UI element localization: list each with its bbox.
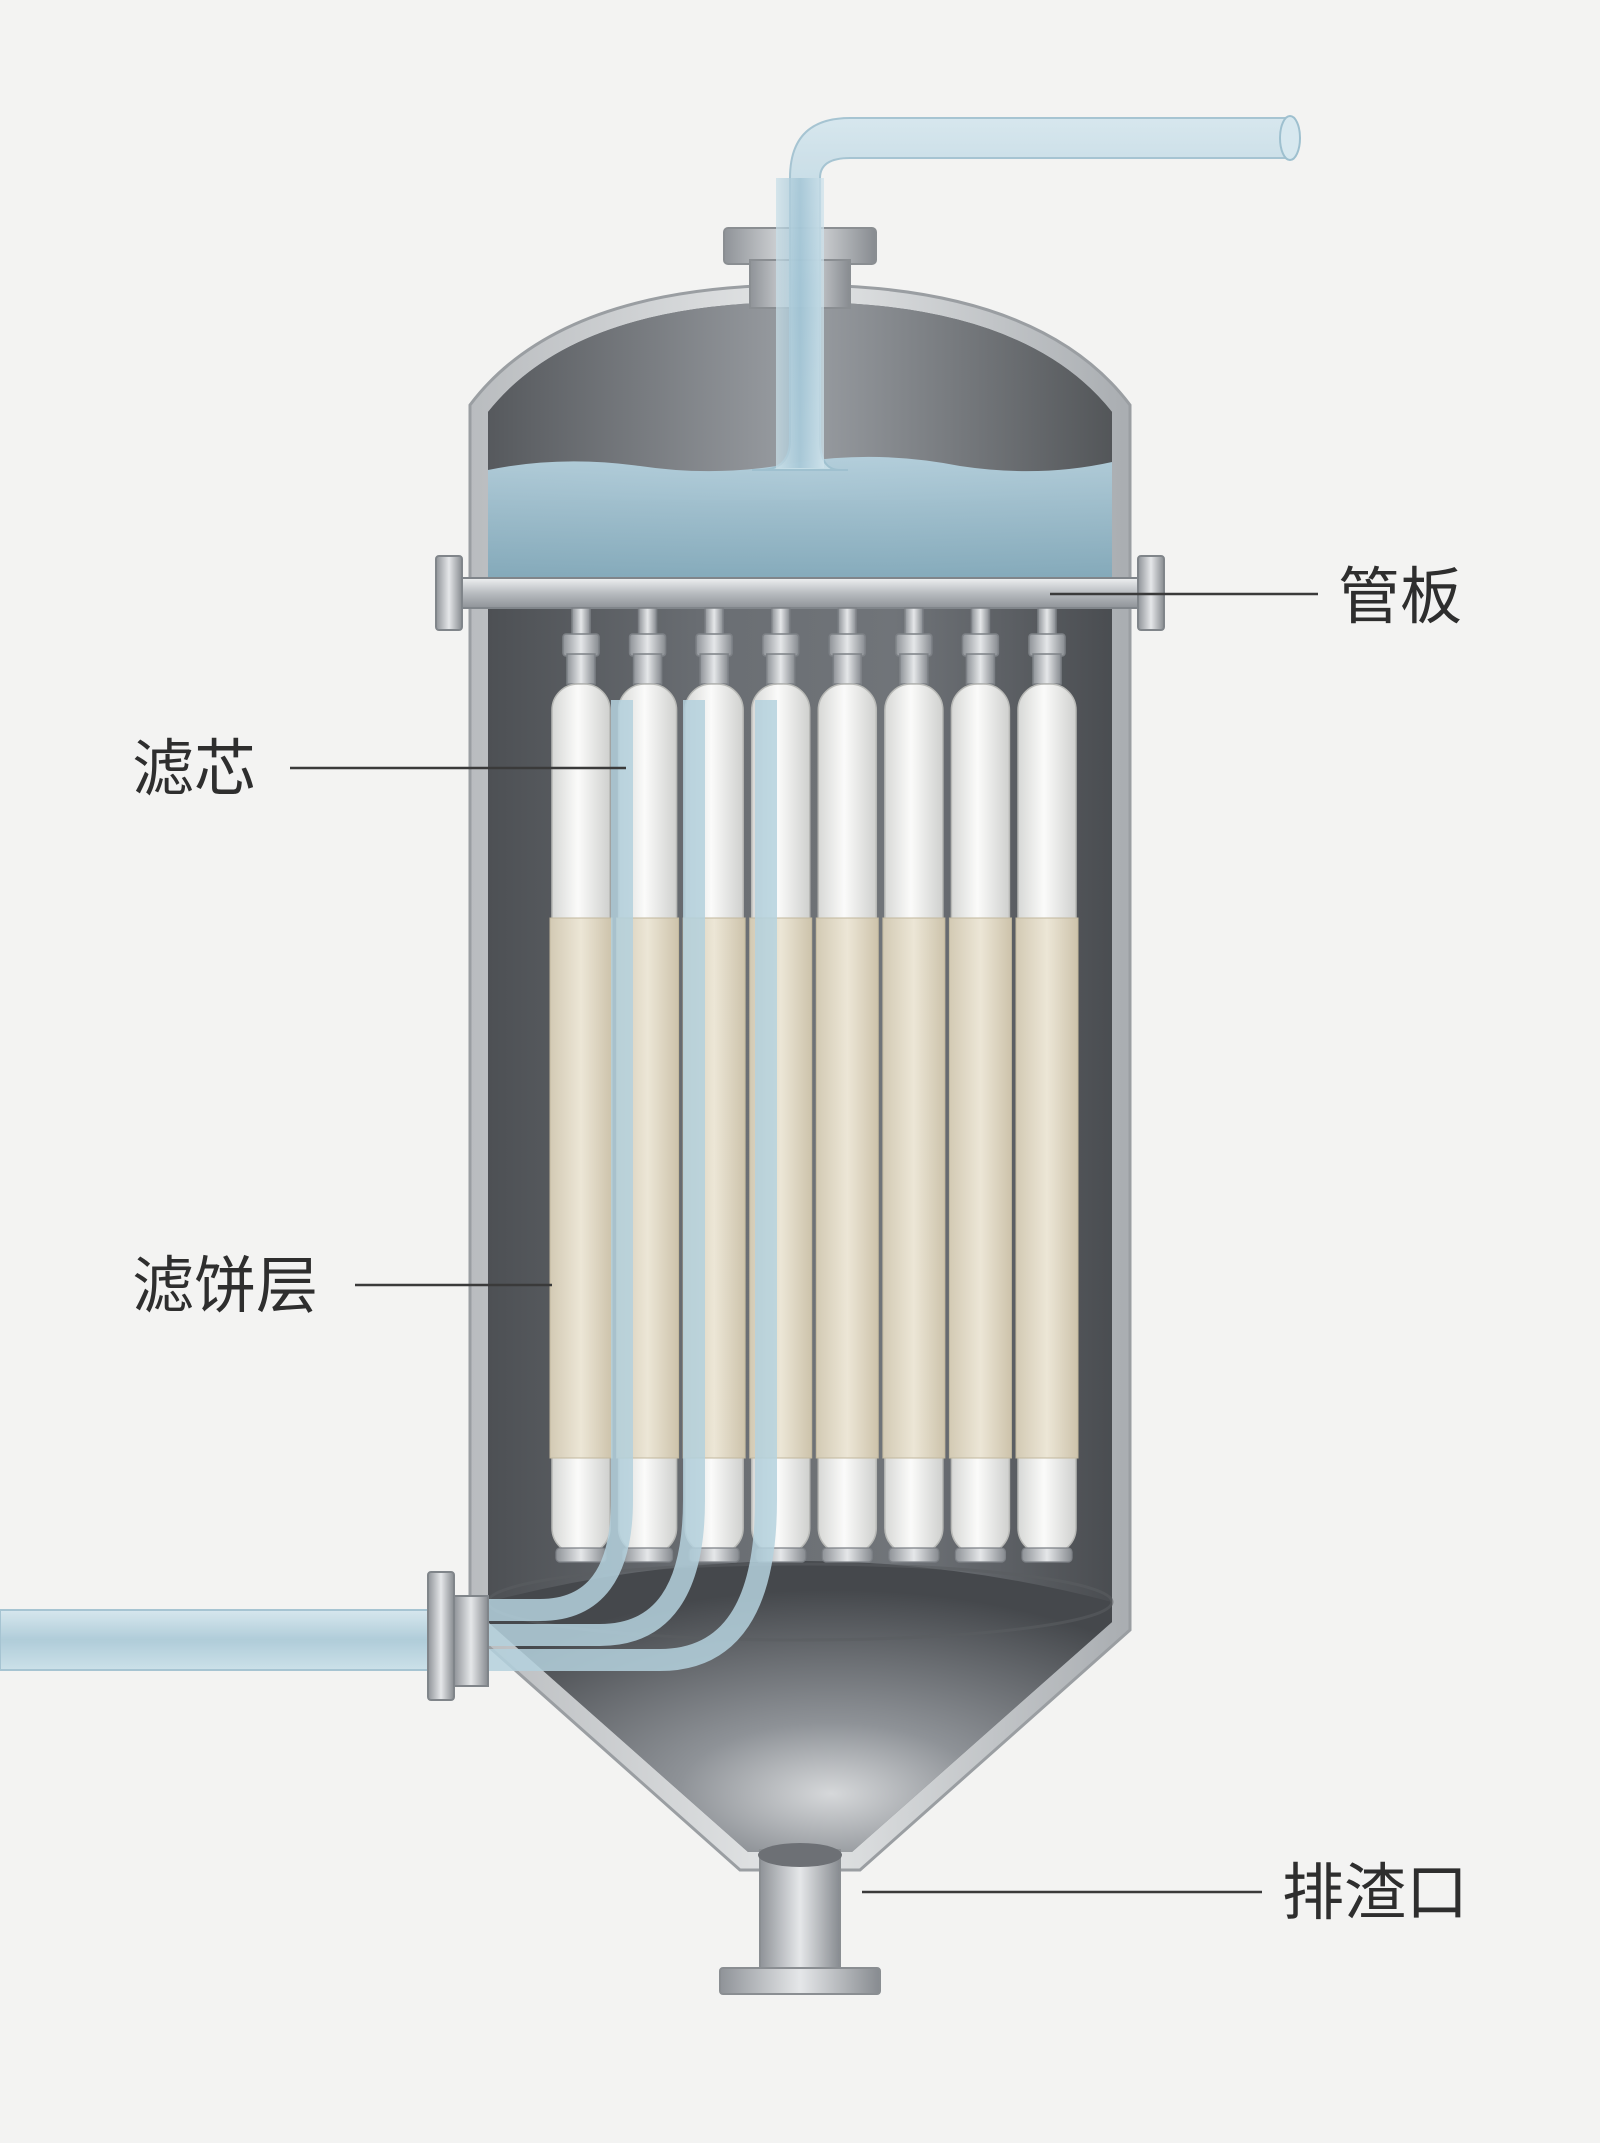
element-nut	[961, 633, 1000, 657]
filter-cake-layer	[815, 917, 879, 1459]
label-discharge-port: 排渣口	[1282, 1856, 1469, 1929]
element-nut	[895, 633, 933, 657]
side-outlet	[0, 1571, 489, 1701]
element-end-cap	[1021, 1547, 1073, 1563]
element-collar	[632, 653, 663, 685]
filter-cake-layer	[1015, 917, 1079, 1459]
filter-cake-layer	[549, 917, 613, 1459]
filter-element-5	[815, 607, 879, 1563]
element-nut	[562, 633, 600, 657]
element-collar	[765, 653, 796, 685]
element-neck	[637, 607, 658, 637]
element-nut	[1028, 633, 1066, 657]
element-collar	[965, 653, 996, 685]
liquid-pool	[488, 456, 1112, 578]
filter-element-6	[882, 607, 946, 1563]
element-end-cap	[621, 1547, 674, 1563]
element-end-cap	[954, 1547, 1007, 1563]
element-neck	[1037, 607, 1057, 637]
element-collar	[832, 653, 863, 685]
element-end-cap	[888, 1547, 940, 1563]
element-neck	[904, 607, 924, 637]
filter-cake-layer	[882, 917, 946, 1459]
label-filter-cake: 滤饼层	[132, 1249, 319, 1322]
discharge-port	[719, 1843, 881, 1995]
filter-element-1	[549, 607, 613, 1563]
outlet-pipes	[488, 700, 777, 1671]
element-end-cap	[821, 1547, 873, 1563]
element-collar	[699, 653, 729, 685]
element-nut	[695, 633, 733, 657]
element-nut	[828, 633, 867, 657]
element-nut	[761, 633, 800, 657]
element-collar	[566, 653, 596, 685]
element-nut	[628, 633, 667, 657]
label-tube-sheet: 管板	[1338, 560, 1463, 633]
element-neck	[970, 607, 991, 637]
element-neck	[571, 607, 591, 637]
filter-element-7	[948, 607, 1012, 1563]
label-filter-element: 滤芯	[132, 732, 257, 805]
filter-element-8	[1015, 607, 1079, 1563]
element-neck	[837, 607, 858, 637]
element-neck	[770, 607, 791, 637]
filter-cake-layer	[948, 917, 1012, 1459]
element-collar	[1032, 653, 1062, 685]
element-collar	[899, 653, 929, 685]
filter-element-array	[549, 607, 1079, 1563]
element-end-cap	[555, 1547, 607, 1563]
element-neck	[704, 607, 724, 637]
